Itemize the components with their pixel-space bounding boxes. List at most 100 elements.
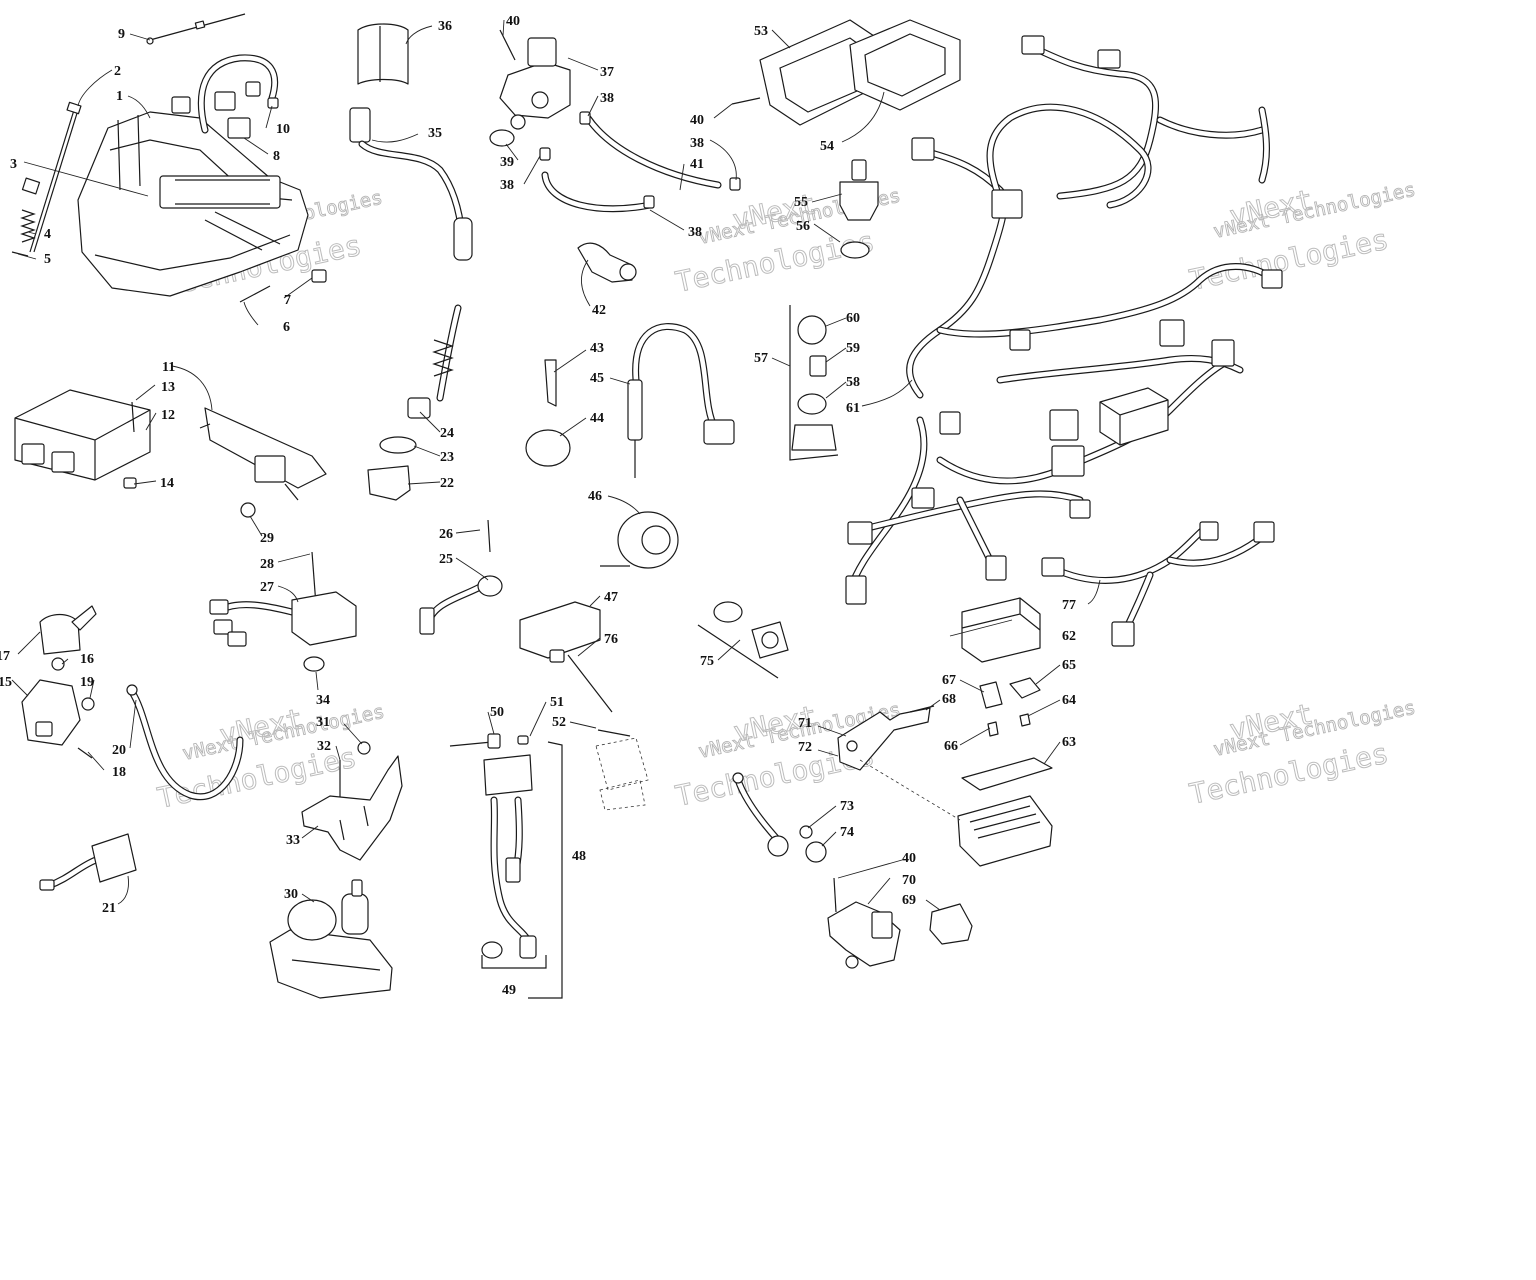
callout-59: 59 xyxy=(846,341,860,356)
callout-21: 21 xyxy=(102,901,116,916)
coil-assembly-48-51 xyxy=(449,733,563,999)
callout-28: 28 xyxy=(260,557,274,572)
screw-76 xyxy=(567,654,613,713)
callout-77: 77 xyxy=(1062,598,1076,613)
clip-43 xyxy=(544,359,557,407)
headlight-housing-1 xyxy=(77,111,309,297)
adjuster-screw-2-5 xyxy=(11,101,82,257)
callout-32: 32 xyxy=(317,739,331,754)
callout-2: 2 xyxy=(114,64,121,79)
callout-16: 16 xyxy=(80,652,94,667)
ignition-lock-57-60 xyxy=(789,305,839,461)
buzzer-46 xyxy=(600,511,679,569)
callout-38: 38 xyxy=(600,91,614,106)
callout-45: 45 xyxy=(590,371,604,386)
callout-49: 49 xyxy=(502,983,516,998)
main-harness-61 xyxy=(845,35,1283,605)
callout-47: 47 xyxy=(604,590,618,605)
callout-numbers: 1 2 3 4 5 6 7 8 9 10 11 12 13 14 15 16 1… xyxy=(0,14,1076,998)
callout-6: 6 xyxy=(283,320,290,335)
sensor-70 xyxy=(827,877,901,969)
callout-46: 46 xyxy=(588,489,602,504)
callout-4: 4 xyxy=(44,227,51,242)
callout-18: 18 xyxy=(112,765,126,780)
callout-8: 8 xyxy=(273,149,280,164)
actuator-30 xyxy=(269,879,393,999)
temp-probe-45 xyxy=(627,323,735,478)
sensor-42 xyxy=(577,242,637,283)
sensor-25 xyxy=(419,575,503,635)
callout-56: 56 xyxy=(796,219,810,234)
sensor-stack-22-24 xyxy=(367,304,462,501)
relay-module-27 xyxy=(209,591,357,647)
o-ring-39 xyxy=(489,129,515,147)
callout-29: 29 xyxy=(260,531,274,546)
callout-3: 3 xyxy=(10,157,17,172)
callout-9: 9 xyxy=(118,27,125,42)
sensor-cable-35 xyxy=(349,107,473,261)
callout-62: 62 xyxy=(1062,629,1076,644)
bolt-13 xyxy=(131,401,135,433)
callout-13: 13 xyxy=(161,380,175,395)
grommet-29 xyxy=(240,502,256,518)
callout-52: 52 xyxy=(552,715,566,730)
callout-50: 50 xyxy=(490,705,504,720)
screw-6 xyxy=(239,285,271,303)
callout-73: 73 xyxy=(840,799,854,814)
callout-24: 24 xyxy=(440,426,454,441)
callout-39: 39 xyxy=(500,155,514,170)
bulb-harness-8 xyxy=(171,54,279,139)
callout-41: 41 xyxy=(690,157,704,172)
switch-21 xyxy=(39,833,137,891)
ecu-12 xyxy=(14,389,151,489)
callout-23: 23 xyxy=(440,450,454,465)
callout-1: 1 xyxy=(116,89,123,104)
callout-63: 63 xyxy=(1062,735,1076,750)
callout-20: 20 xyxy=(112,743,126,758)
callout-76: 76 xyxy=(604,632,618,647)
callout-54: 54 xyxy=(820,139,834,154)
callout-22: 22 xyxy=(440,476,454,491)
callout-51: 51 xyxy=(550,695,564,710)
callout-19: 19 xyxy=(80,675,94,690)
connector-69 xyxy=(929,903,973,945)
leader-lines xyxy=(11,19,1101,911)
relay-52 xyxy=(595,729,649,811)
watermarks: vNext Technologies Technologies vNext vN… xyxy=(154,178,1418,815)
ground-cable-73-74 xyxy=(732,772,827,863)
callout-66: 66 xyxy=(944,739,958,754)
callout-72: 72 xyxy=(798,740,812,755)
callout-71: 71 xyxy=(798,716,812,731)
callout-60: 60 xyxy=(846,311,860,326)
callout-70: 70 xyxy=(902,873,916,888)
callout-44: 44 xyxy=(590,411,604,426)
callout-38d: 38 xyxy=(688,225,702,240)
callout-61: 61 xyxy=(846,401,860,416)
clip-7 xyxy=(311,269,327,283)
callout-43: 43 xyxy=(590,341,604,356)
callout-55: 55 xyxy=(794,195,808,210)
callout-27: 27 xyxy=(260,580,274,595)
callout-67: 67 xyxy=(942,673,956,688)
callout-31: 31 xyxy=(316,715,330,730)
callout-42: 42 xyxy=(592,303,606,318)
callout-53: 53 xyxy=(754,24,768,39)
callout-14: 14 xyxy=(160,476,174,491)
o-ring-56 xyxy=(840,241,870,259)
light-bar-11 xyxy=(199,407,327,501)
callout-30: 30 xyxy=(284,887,298,902)
callout-65: 65 xyxy=(1062,658,1076,673)
callout-36: 36 xyxy=(438,19,452,34)
valve-37 xyxy=(499,29,571,130)
callout-40b: 40 xyxy=(690,113,704,128)
starter-solenoid-15-19 xyxy=(21,605,97,759)
display-53-54 xyxy=(759,19,961,126)
nut-34 xyxy=(303,656,325,672)
callout-69: 69 xyxy=(902,893,916,908)
callout-5: 5 xyxy=(44,252,51,267)
callout-33: 33 xyxy=(286,833,300,848)
part-sketches xyxy=(11,13,1283,999)
cable-tie-9 xyxy=(146,13,246,45)
callout-26: 26 xyxy=(439,527,453,542)
